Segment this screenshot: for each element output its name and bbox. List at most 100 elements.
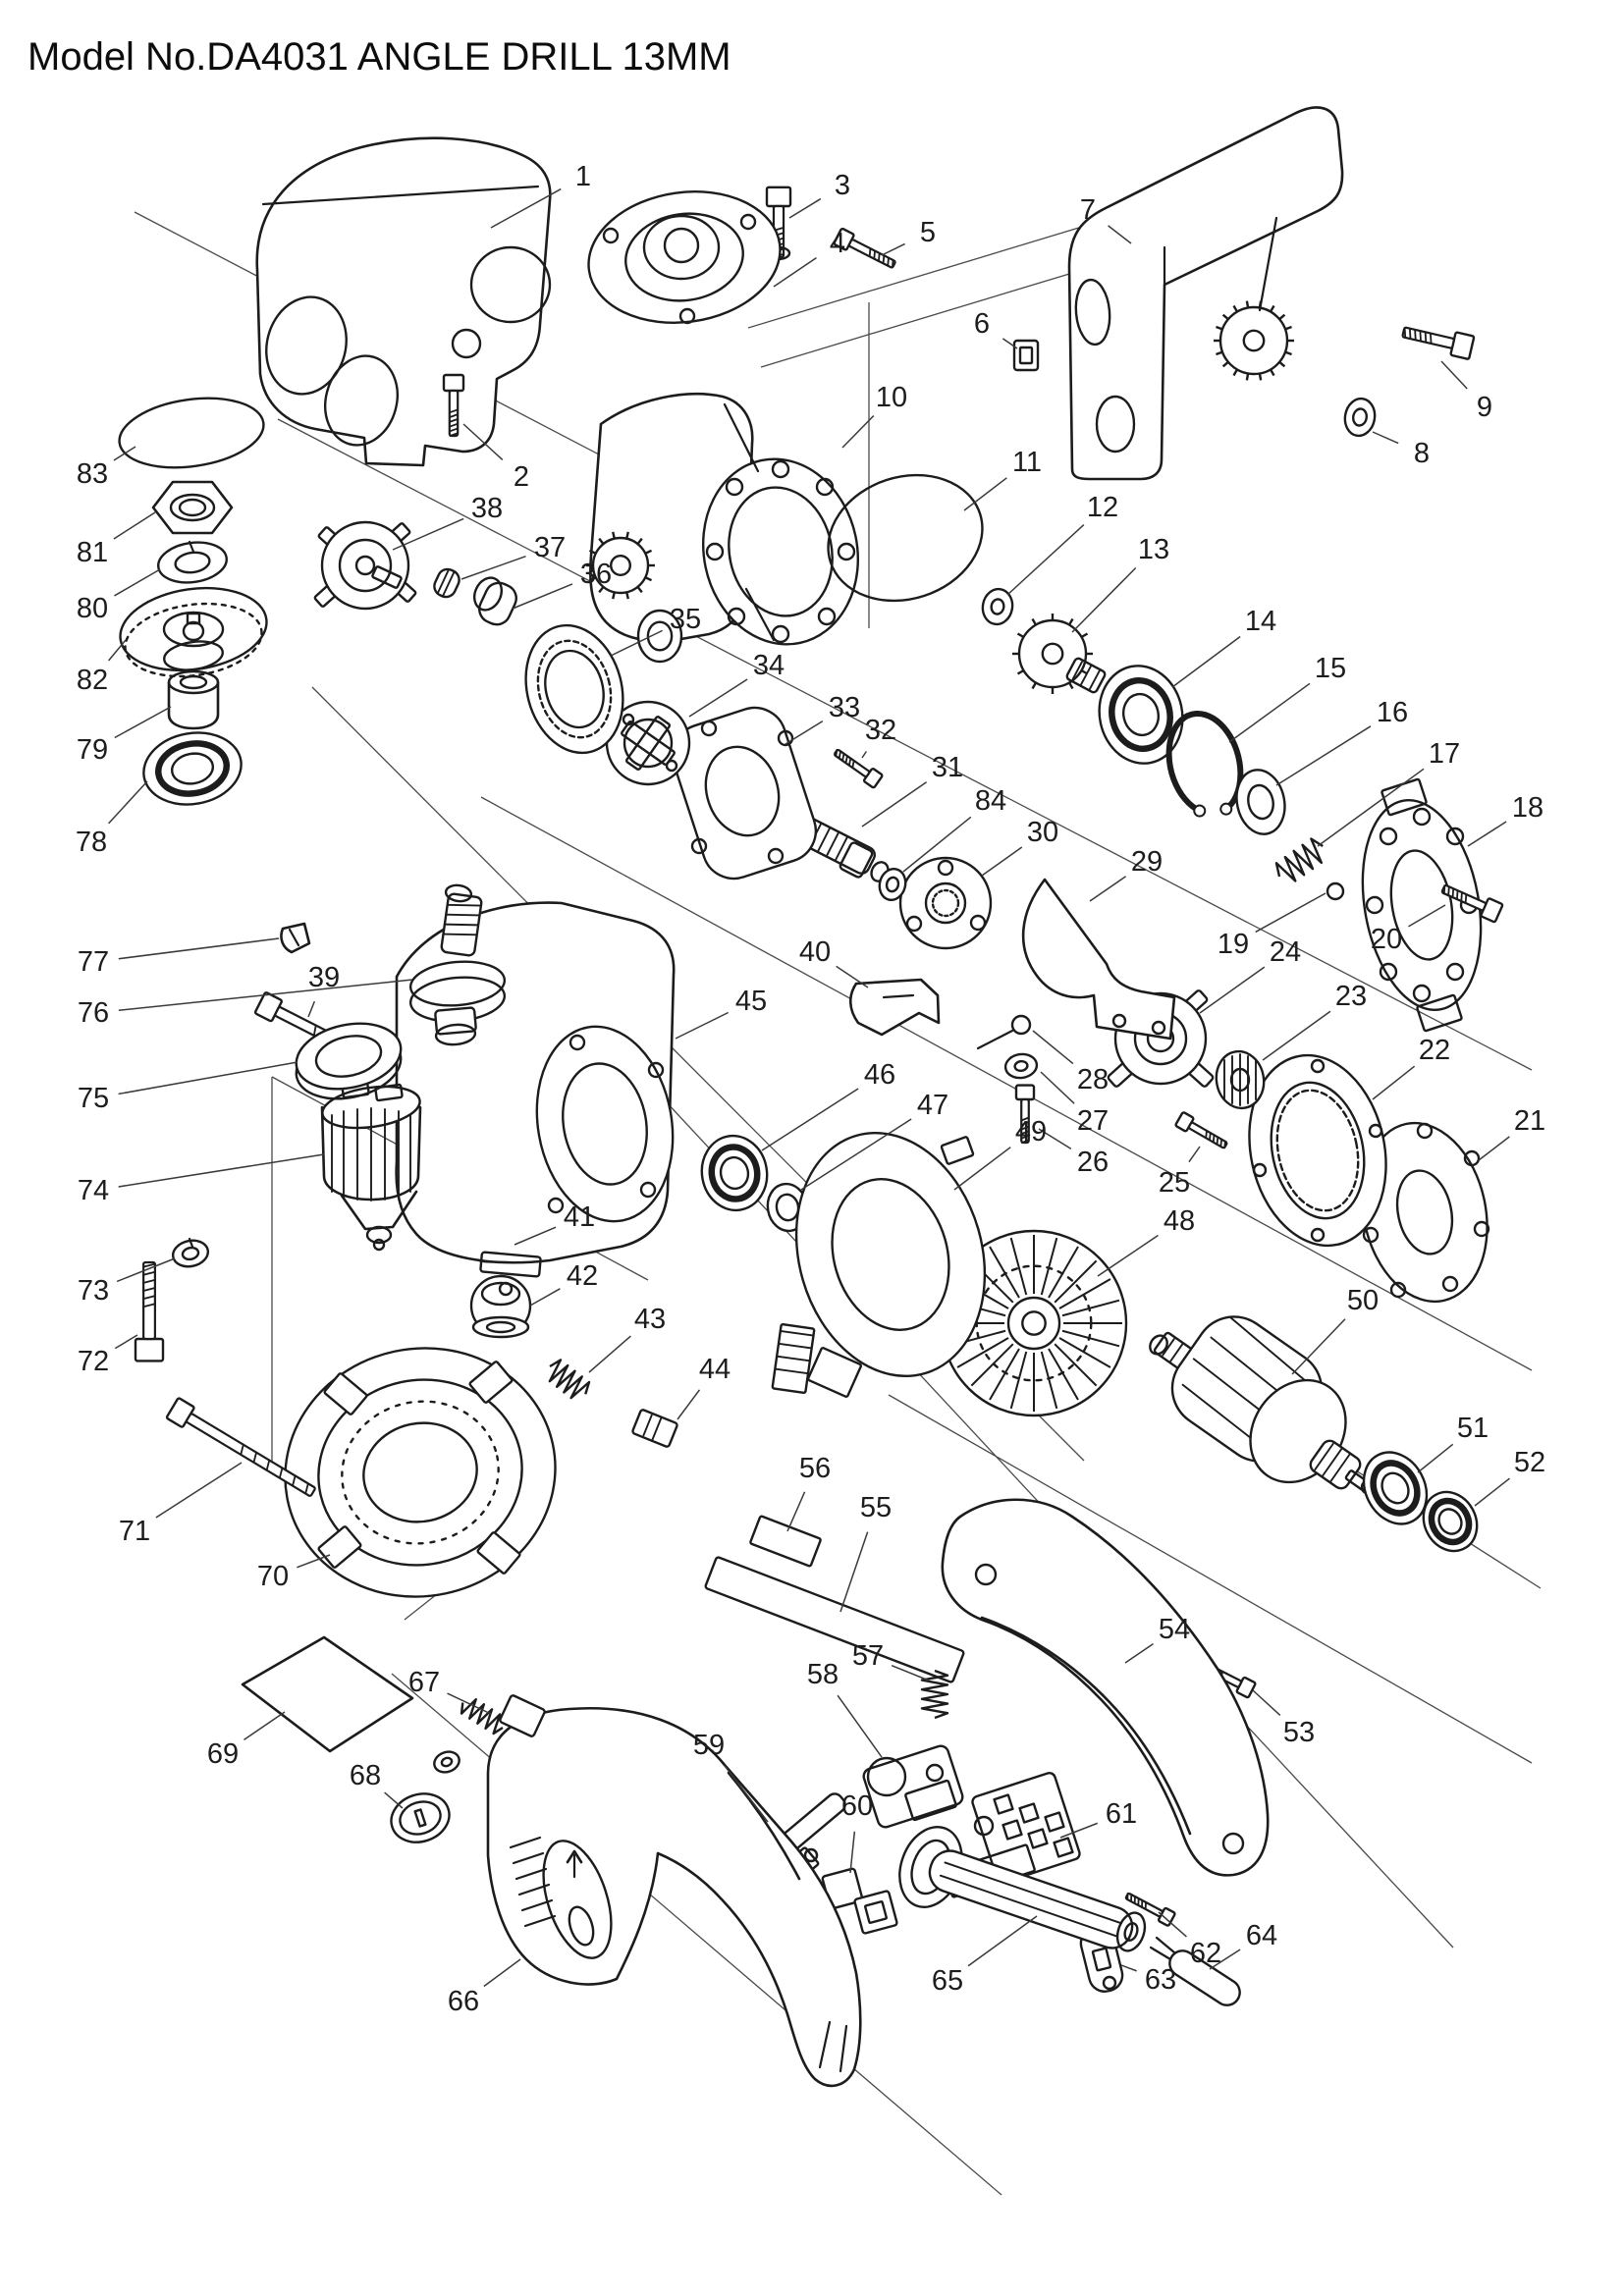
part-label-59: 59 [693,1730,725,1761]
part-72-drawing [134,1260,165,1362]
part-71-drawing [165,1397,316,1497]
part-leader-30 [981,846,1023,877]
part-leader-31 [861,781,928,828]
part-label-15: 15 [1315,653,1346,684]
part-label-48: 48 [1164,1205,1195,1237]
part-44-drawing [631,1409,678,1448]
part-79-drawing [167,669,220,730]
part-leader-4 [773,256,817,288]
part-leader-55 [839,1531,869,1613]
part-leader-84 [902,816,972,873]
part-leader-49 [953,1147,1011,1191]
part-leader-45 [675,1011,730,1040]
part-leader-58 [837,1694,883,1758]
part-leader-41 [514,1226,557,1246]
part-label-72: 72 [78,1346,109,1377]
part-16-drawing [1235,769,1286,835]
part-label-80: 80 [77,593,108,624]
part-78-drawing [142,731,243,806]
part-label-21: 21 [1514,1105,1545,1137]
part-leader-44 [677,1389,701,1420]
part-label-7: 7 [1080,194,1096,226]
part-5-drawing [833,227,896,269]
part-leader-25 [1188,1146,1201,1163]
part-leader-16 [1275,725,1372,786]
part-leader-11 [963,477,1007,511]
part-label-29: 29 [1131,846,1163,878]
part-leader-70 [297,1554,331,1569]
part-label-42: 42 [567,1260,598,1292]
part-label-71: 71 [119,1516,150,1547]
part-label-10: 10 [876,382,907,413]
part-leader-60 [849,1831,856,1874]
part-21-drawing [1361,1121,1490,1304]
part-leader-38 [392,517,464,551]
part-label-76: 76 [78,997,109,1029]
part-80-drawing [157,540,228,584]
part-leader-28 [1032,1030,1074,1065]
part-leader-81 [113,511,156,540]
part-35-drawing [524,623,624,755]
part-49-drawing [771,1131,987,1398]
part-leader-79 [114,706,172,739]
part-42-drawing [469,1274,532,1339]
part-label-1: 1 [575,161,591,192]
part-leader-66 [483,1958,521,1988]
part-60-drawing [821,1867,898,1935]
part-23-drawing [1215,1049,1266,1110]
part-leader-5 [881,242,905,256]
part-66-drawing [486,1707,862,2088]
part-label-23: 23 [1335,981,1367,1012]
part-leader-2 [462,423,504,460]
part-leader-61 [1059,1822,1099,1839]
part-68-drawing [390,1792,451,1843]
part-leader-68 [384,1791,404,1809]
part-12-drawing [981,587,1014,626]
part-46-drawing [700,1134,769,1212]
part-label-34: 34 [753,650,785,681]
part-leader-52 [1474,1477,1511,1507]
part-leader-13 [1071,566,1137,633]
part-leader-72 [114,1334,138,1350]
part-label-9: 9 [1477,392,1492,423]
part-leader-63 [1120,1964,1137,1972]
part-leader-1 [490,187,562,229]
part-leader-17 [1317,768,1425,847]
part-34-drawing [605,700,691,786]
part-leader-19 [1255,892,1326,934]
part-40-drawing [848,978,941,1037]
part-leader-32 [861,751,868,759]
part-leader-73 [116,1257,176,1283]
part-label-46: 46 [864,1059,895,1091]
part-38-drawing [313,520,417,611]
part-leader-77 [118,937,280,960]
part-7-drawing [1067,106,1344,481]
part-label-73: 73 [78,1275,109,1307]
part-leader-48 [1097,1234,1159,1277]
part-label-47: 47 [917,1090,948,1121]
part-leader-39 [307,1000,316,1018]
part-label-14: 14 [1245,606,1276,637]
part-13-drawing [1012,614,1107,694]
part-19-drawing [1326,881,1345,901]
part-leader-36 [512,583,573,610]
part-label-27: 27 [1077,1105,1109,1137]
part-leader-9 [1440,360,1468,390]
part-leader-37 [460,556,526,580]
part-58-drawing [862,1744,964,1829]
part-8-drawing [1343,397,1377,438]
part-76-drawing [408,883,507,1046]
part-leader-65 [967,1915,1038,1967]
part-27-drawing [1003,1052,1039,1080]
part-leader-53 [1252,1689,1281,1717]
part-leader-47 [800,1118,912,1191]
part-leader-62 [1158,1911,1187,1938]
part-label-50: 50 [1347,1285,1379,1316]
part-label-62: 62 [1190,1938,1221,1969]
part-leader-6 [1001,338,1018,349]
part-leader-64 [1209,1949,1241,1970]
part-leader-46 [761,1088,859,1151]
part-label-55: 55 [860,1492,892,1523]
part-label-75: 75 [78,1083,109,1114]
